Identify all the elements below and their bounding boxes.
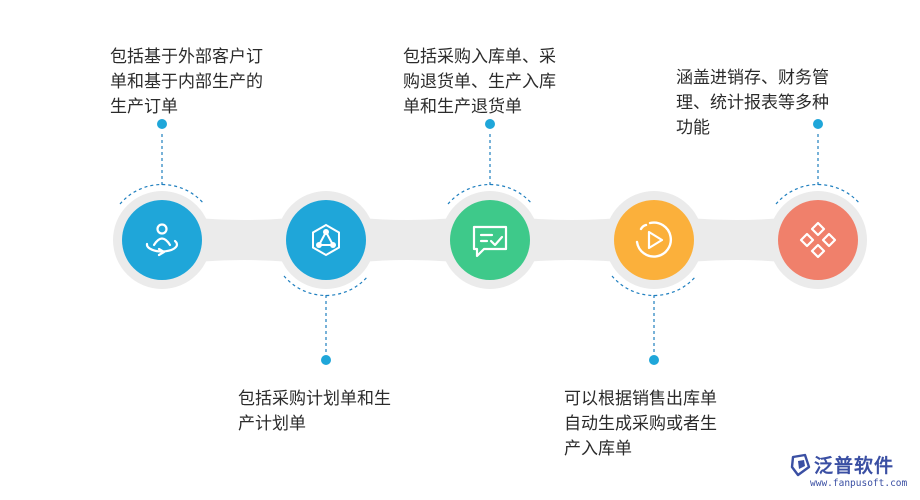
- chat-check-icon: [472, 225, 508, 258]
- caption-line: 功能: [676, 118, 710, 138]
- caption-line: 可以根据销售出库单: [564, 389, 717, 409]
- connector-dot: [157, 119, 167, 129]
- logo-name: 泛普软件: [814, 455, 895, 477]
- caption-line: 产计划单: [238, 414, 306, 434]
- diamond-grid-icon: [799, 221, 837, 259]
- caption-line: 包括基于外部客户订: [110, 47, 263, 67]
- step-2-caption: 包括采购计划单和生 产计划单: [238, 387, 391, 437]
- caption-line: 包括采购计划单和生: [238, 389, 391, 409]
- caption-line: 自动生成采购或者生: [564, 414, 717, 434]
- step-2-node: [286, 200, 366, 280]
- caption-line: 涵盖进销存、财务管: [676, 68, 829, 88]
- logo-url: www.fanpusoft.com: [810, 478, 908, 489]
- connector-dot: [485, 119, 495, 129]
- caption-line: 理、统计报表等多种: [676, 93, 829, 113]
- brand-logo: 泛普软件 www.fanpusoft.com: [790, 451, 916, 495]
- step-4-caption: 可以根据销售出库单 自动生成采购或者生 产入库单: [564, 387, 717, 462]
- network-hexagon-icon: [312, 223, 340, 257]
- step-5-node: [778, 200, 858, 280]
- step-3-circle: [450, 200, 530, 280]
- connector-dot: [321, 355, 331, 365]
- step-circles: [122, 200, 858, 280]
- caption-line: 生产订单: [110, 97, 178, 117]
- step-1-circle: [122, 200, 202, 280]
- step-4-node: [614, 200, 694, 280]
- caption-line: 单和生产退货单: [403, 97, 522, 117]
- connector-lines: [119, 119, 861, 365]
- step-5-circle: [778, 200, 858, 280]
- step-3-caption: 包括采购入库单、采 购退货单、生产入库 单和生产退货单: [403, 45, 556, 120]
- connector-dot: [649, 355, 659, 365]
- person-rotate-icon: [145, 223, 178, 257]
- caption-line: 单和基于内部生产的: [110, 72, 263, 92]
- logo-mark-icon: [790, 453, 811, 477]
- connector-dot: [813, 119, 823, 129]
- caption-line: 产入库单: [564, 439, 632, 459]
- step-5-caption: 涵盖进销存、财务管 理、统计报表等多种 功能: [676, 66, 829, 141]
- step-1-caption: 包括基于外部客户订 单和基于内部生产的 生产订单: [110, 45, 263, 120]
- caption-line: 包括采购入库单、采: [403, 47, 556, 67]
- step-4-circle: [614, 200, 694, 280]
- dial-play-icon: [635, 221, 673, 258]
- step-2-circle: [286, 200, 366, 280]
- step-1-node: [122, 200, 202, 280]
- step-3-node: [450, 200, 530, 280]
- caption-line: 购退货单、生产入库: [403, 72, 556, 92]
